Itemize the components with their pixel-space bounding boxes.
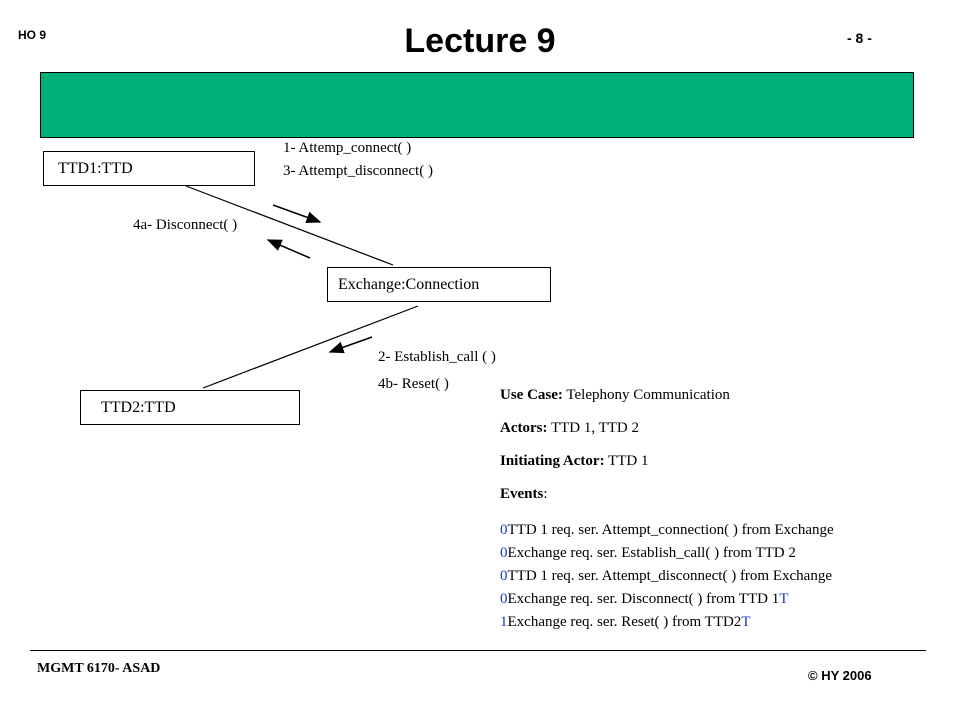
message-attempt-connect: 1- Attemp_connect( ) [283, 140, 412, 156]
copyright: © HY 2006 [808, 668, 872, 683]
footer-divider [30, 650, 926, 651]
event-text: Exchange req. ser. Reset( ) from TTD2 [507, 614, 742, 630]
event-item: 0TTD 1 req. ser. Attempt_disconnect( ) f… [500, 565, 834, 588]
actors-value: TTD 1, TTD 2 [547, 420, 640, 436]
event-item: 0Exchange req. ser. Establish_call( ) fr… [500, 542, 834, 565]
use-case-label: Use Case: [500, 387, 563, 403]
use-case-description: Use Case: Telephony Communication Actors… [500, 387, 834, 634]
use-case-value: Telephony Communication [562, 387, 730, 403]
page-title: Lecture 9 [404, 22, 556, 60]
event-tail: T [779, 591, 789, 607]
event-number: 0 [500, 545, 508, 561]
event-text: TTD 1 req. ser. Attempt_disconnect( ) fr… [507, 568, 833, 584]
event-number: 0 [500, 568, 508, 584]
course-label: MGMT 6170- ASAD [37, 661, 161, 676]
page-number: - 8 - [847, 30, 872, 46]
event-text: TTD 1 req. ser. Attempt_connection( ) fr… [507, 522, 834, 538]
arrow-attempt-messages [272, 204, 322, 224]
use-case-row: Use Case: Telephony Communication [500, 387, 834, 420]
arrow-disconnect-message [266, 239, 311, 259]
object-ttd2: TTD2:TTD [80, 390, 300, 425]
event-text: Exchange req. ser. Establish_call( ) fro… [507, 545, 796, 561]
object-ttd1: TTD1:TTD [43, 151, 255, 186]
events-heading: Events: [500, 486, 834, 519]
object-exchange: Exchange:Connection [327, 267, 551, 302]
event-text: Exchange req. ser. Disconnect( ) from TT… [507, 591, 780, 607]
link-exchange-ttd2 [202, 305, 419, 389]
event-tail: T [741, 614, 751, 630]
message-establish-call: 2- Establish_call ( ) [378, 349, 496, 365]
event-number: 0 [500, 591, 508, 607]
initiating-actor-value: TTD 1 [604, 453, 649, 469]
event-number: 1 [500, 614, 508, 630]
actors-row: Actors: TTD 1, TTD 2 [500, 420, 834, 453]
message-reset: 4b- Reset( ) [378, 376, 449, 392]
handout-label: HO 9 [18, 28, 47, 42]
initiating-actor-label: Initiating Actor: [500, 453, 605, 469]
events-label: Events [500, 486, 544, 502]
actors-label: Actors: [500, 420, 548, 436]
event-item: 0Exchange req. ser. Disconnect( ) from T… [500, 588, 834, 611]
events-colon: : [543, 486, 548, 502]
event-number: 0 [500, 522, 508, 538]
green-banner [40, 72, 914, 138]
arrow-establish-reset-messages [328, 336, 373, 354]
message-disconnect: 4a- Disconnect( ) [133, 217, 238, 233]
event-item: 1Exchange req. ser. Reset( ) from TTD2T [500, 611, 834, 634]
event-item: 0TTD 1 req. ser. Attempt_connection( ) f… [500, 519, 834, 542]
message-attempt-disconnect: 3- Attempt_disconnect( ) [283, 163, 433, 179]
initiating-actor-row: Initiating Actor: TTD 1 [500, 453, 834, 486]
link-ttd1-exchange [185, 185, 394, 266]
